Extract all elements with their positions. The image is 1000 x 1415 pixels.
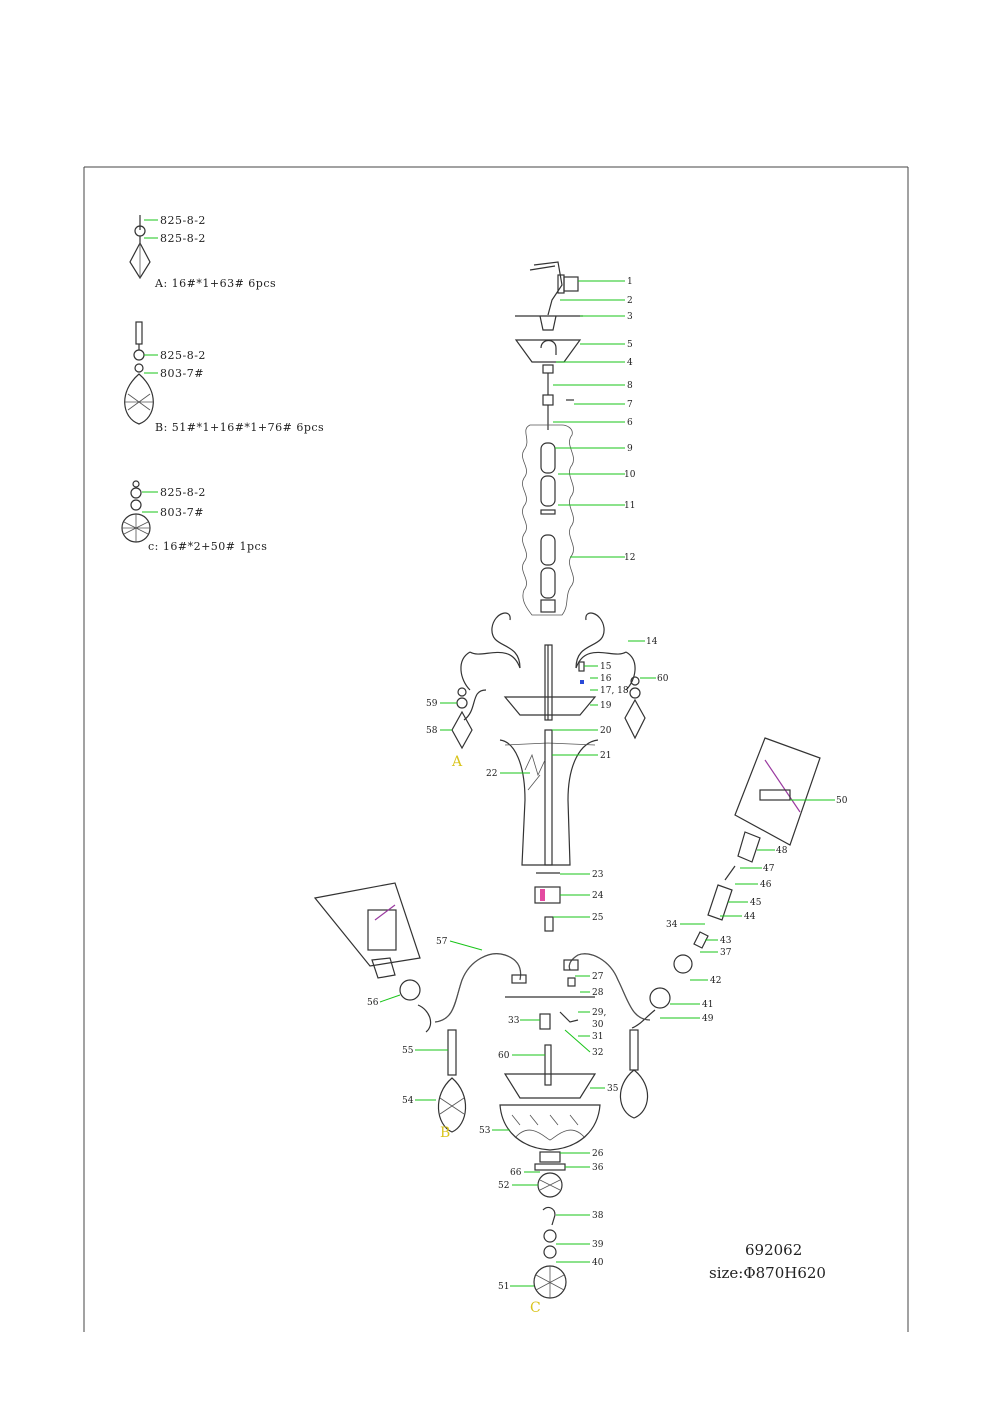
callout-48: 48 [776,846,788,856]
assembly-label-b: B [440,1125,450,1141]
callout-58: 58 [426,726,438,736]
callout-38: 38 [592,1211,604,1221]
callout-6: 6 [627,418,633,428]
callout-4: 4 [627,358,633,368]
callout-42: 42 [710,976,721,986]
callout-46: 46 [760,880,772,890]
callout-26: 26 [592,1149,604,1159]
model-info: 692062 size:Φ870H620 [709,1241,826,1282]
legend-a-code-2: 825-8-2 [160,232,206,245]
callout-57: 57 [436,937,448,947]
legend-b-description: B: 51#*1+16#*1+76# 6pcs [155,421,324,434]
callout-3: 3 [627,312,633,322]
callout-60-lower: 60 [498,1051,510,1061]
assembly-label-c: C [530,1300,541,1316]
callout-41: 41 [702,1000,713,1010]
left-shade-assembly [313,882,527,1133]
callout-23: 23 [592,870,604,880]
callout-51: 51 [498,1282,509,1292]
legend-c-code-2: 803-7# [160,506,204,519]
callout-numbers-right: 1 2 3 5 4 8 7 6 9 10 11 12 14 15 16 17, … [592,277,848,1268]
callout-leaders [379,280,835,1287]
callout-21: 21 [600,751,611,761]
model-size: size:Φ870H620 [709,1264,826,1282]
callout-2: 2 [627,296,633,306]
callout-numbers-left: 59 58 22 57 56 55 54 34 33 60 53 66 52 5… [367,699,678,1292]
legend-c-code-1: 825-8-2 [160,486,206,499]
bottom-bowl-assembly [499,996,601,1299]
callout-7: 7 [627,400,633,410]
callout-30: 30 [592,1020,604,1030]
callout-52: 52 [498,1181,509,1191]
callout-37: 37 [720,948,732,958]
callout-28: 28 [592,988,604,998]
callout-17-18: 17, 18 [600,686,629,696]
legend-a-code-1: 825-8-2 [160,214,206,227]
legend-b-code-2: 803-7# [160,367,204,380]
callout-49: 49 [702,1014,714,1024]
callout-27: 27 [592,972,604,982]
callout-40: 40 [592,1258,604,1268]
callout-29: 29, [592,1008,606,1018]
drawing-frame [83,166,909,1332]
callout-12: 12 [624,553,635,563]
assembly-label-a: A [451,754,463,770]
callout-66: 66 [510,1168,522,1178]
callout-59: 59 [426,699,438,709]
callout-25: 25 [592,913,604,923]
callout-54: 54 [402,1096,414,1106]
ceiling-canopy-assembly [514,261,583,616]
callout-10: 10 [624,470,636,480]
callout-16: 16 [600,674,612,684]
callout-19: 19 [600,701,612,711]
legend-c-description: c: 16#*2+50# 1pcs [148,540,267,553]
callout-9: 9 [627,444,633,454]
callout-5: 5 [627,340,633,350]
right-shade-assembly [563,737,821,1119]
glass-body [499,729,599,932]
legend-item-a: 825-8-2 825-8-2 A: 16#*1+63# 6pcs [129,214,276,290]
callout-50: 50 [836,796,848,806]
callout-35: 35 [607,1084,619,1094]
callout-34: 34 [666,920,678,930]
callout-39: 39 [592,1240,604,1250]
callout-53: 53 [479,1126,491,1136]
model-number: 692062 [745,1241,802,1259]
callout-43: 43 [720,936,732,946]
callout-44: 44 [744,912,756,922]
callout-33: 33 [508,1016,520,1026]
callout-14: 14 [646,637,658,647]
legend-item-c: 825-8-2 803-7# c: 16#*2+50# 1pcs [121,480,267,553]
callout-20: 20 [600,726,612,736]
callout-32: 32 [592,1048,603,1058]
callout-36: 36 [592,1163,604,1173]
callout-15: 15 [600,662,612,672]
callout-1: 1 [627,277,633,287]
callout-31: 31 [592,1032,603,1042]
callout-47: 47 [763,864,775,874]
upper-decorative-arms [451,612,646,750]
callout-45: 45 [750,898,762,908]
callout-24: 24 [592,891,604,901]
callout-55: 55 [402,1046,414,1056]
callout-11: 11 [624,501,635,511]
legend-a-description: A: 16#*1+63# 6pcs [154,277,276,290]
callout-60-upper: 60 [657,674,669,684]
legend-item-b: 825-8-2 803-7# B: 51#*1+16#*1+76# 6pcs [124,321,324,434]
callout-8: 8 [627,381,633,391]
legend-b-code-1: 825-8-2 [160,349,206,362]
assembly-labels: A B C [440,754,541,1316]
callout-56: 56 [367,998,379,1008]
callout-22: 22 [486,769,497,779]
